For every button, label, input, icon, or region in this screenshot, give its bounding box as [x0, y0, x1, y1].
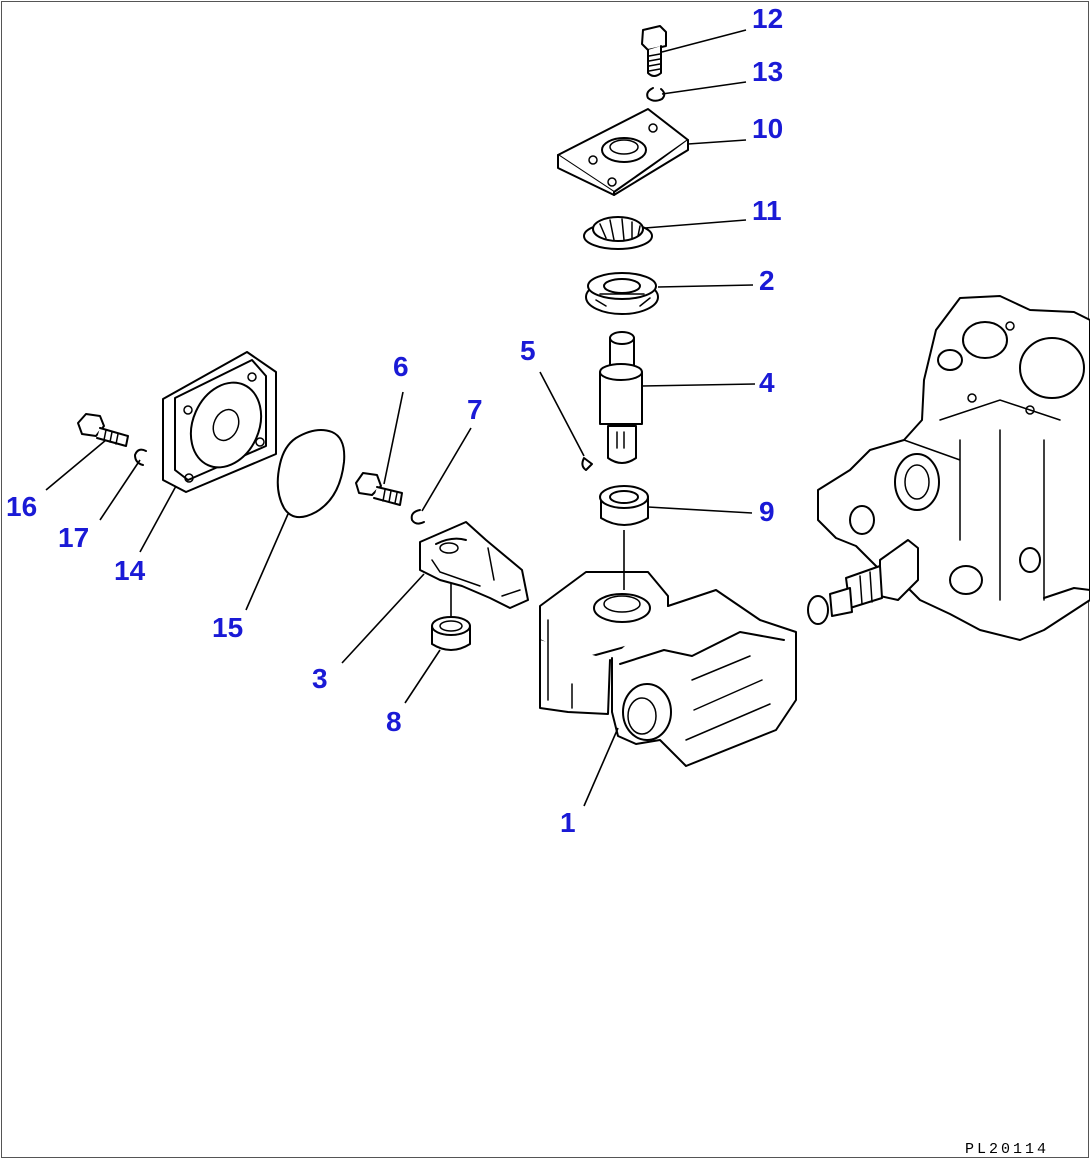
- part-8-bushing: [431, 616, 471, 651]
- leader-2: [657, 284, 754, 288]
- leader-12: [661, 29, 747, 53]
- leader-3: [341, 573, 425, 664]
- part-17-washer: [134, 448, 147, 466]
- part-7-washer: [410, 509, 425, 525]
- callout-12: 12: [752, 3, 783, 34]
- leader-13: [661, 81, 747, 95]
- leader-7: [421, 427, 472, 512]
- callout-11: 11: [752, 195, 782, 226]
- part-3-lever: [419, 521, 529, 609]
- part-10-plate: [557, 108, 689, 196]
- part-14-cover: [162, 351, 277, 493]
- callout-5: 5: [520, 335, 536, 366]
- leader-11: [644, 219, 747, 229]
- part-13-washer: [646, 87, 666, 102]
- leader-14: [139, 485, 177, 553]
- part-11-bearing: [583, 216, 653, 250]
- part-9-needle-bearing: [599, 485, 649, 526]
- leader-17: [99, 459, 141, 521]
- part-6-bolt: [355, 472, 403, 506]
- part-16-bolt: [77, 413, 129, 447]
- engine-block-fragment: [817, 295, 1090, 641]
- callout-2: 2: [759, 265, 775, 296]
- fitting-valve: [807, 539, 919, 625]
- leader-1: [583, 727, 619, 807]
- callout-7: 7: [467, 394, 483, 425]
- leader-15: [245, 513, 289, 611]
- callout-6: 6: [393, 351, 409, 382]
- part-2-seal: [585, 272, 659, 315]
- part-12-bolt: [641, 25, 667, 77]
- part-4-shaft: [599, 331, 643, 464]
- leader-16: [45, 439, 107, 491]
- callout-labels: 12 13 10 11 2 4 5 9 6 7 3 8 1 14 15 16 1…: [6, 3, 783, 838]
- callout-8: 8: [386, 706, 402, 737]
- callout-9: 9: [759, 496, 775, 527]
- part-5-key: [581, 457, 593, 471]
- callout-1: 1: [560, 807, 576, 838]
- callout-16: 16: [6, 491, 37, 522]
- callout-10: 10: [752, 113, 783, 144]
- leader-9: [647, 506, 753, 514]
- leader-lines: [45, 29, 756, 807]
- leader-8: [404, 649, 441, 704]
- callout-14: 14: [114, 555, 146, 586]
- leader-4: [641, 383, 756, 387]
- callout-17: 17: [58, 522, 89, 553]
- leader-6: [383, 391, 404, 485]
- callout-13: 13: [752, 56, 783, 87]
- part-1-housing: [539, 571, 797, 767]
- leader-5: [539, 371, 585, 457]
- leader-10: [687, 139, 747, 145]
- part-15-gasket: [276, 429, 346, 519]
- callout-15: 15: [212, 612, 243, 643]
- callout-3: 3: [312, 663, 328, 694]
- drawing-code: PL20114: [965, 1141, 1049, 1158]
- callout-4: 4: [759, 367, 775, 398]
